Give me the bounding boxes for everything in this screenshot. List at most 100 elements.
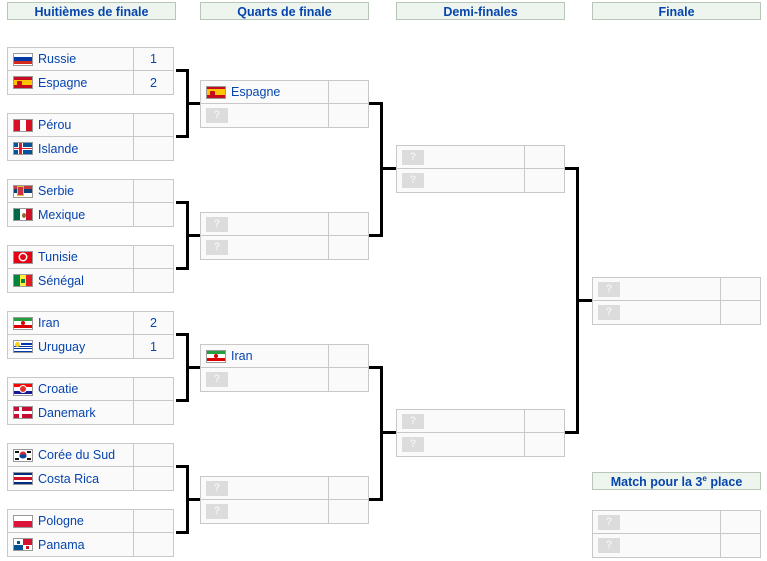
team-score: [524, 169, 564, 192]
team-cell: Espagne: [201, 81, 328, 103]
team-name[interactable]: Iran: [231, 349, 253, 363]
team-cell: ?: [593, 301, 720, 324]
team-score: [720, 511, 760, 533]
round-header-third-place: Match pour la 3e place: [592, 472, 761, 490]
match-team-row[interactable]: ?: [593, 534, 760, 557]
match-team-row[interactable]: ?: [397, 410, 564, 433]
team-name[interactable]: Espagne: [38, 75, 88, 90]
match-team-row[interactable]: ?: [397, 169, 564, 192]
team-cell: Sénégal: [8, 269, 133, 292]
flag-icon-sn: [13, 274, 33, 287]
connector-line: [186, 234, 200, 237]
match-team-row[interactable]: Costa Rica: [8, 467, 173, 490]
match-box[interactable]: ??: [396, 145, 565, 193]
team-score: [328, 368, 368, 391]
team-cell: ?: [397, 169, 524, 192]
match-team-row[interactable]: Tunisie: [8, 246, 173, 269]
flag-icon-mx: [13, 208, 33, 221]
match-team-row[interactable]: Serbie: [8, 180, 173, 203]
match-box[interactable]: Espagne?: [200, 80, 369, 128]
team-cell: Croatie: [8, 378, 133, 400]
team-name[interactable]: Serbie: [38, 184, 75, 198]
team-cell: Costa Rica: [8, 467, 133, 490]
team-name[interactable]: Sénégal: [38, 273, 84, 288]
match-team-row[interactable]: ?: [397, 433, 564, 456]
team-name[interactable]: Danemark: [38, 405, 96, 420]
team-score: [720, 301, 760, 324]
team-name[interactable]: Corée du Sud: [38, 448, 116, 462]
match-box[interactable]: ??: [396, 409, 565, 457]
match-team-row[interactable]: Danemark: [8, 401, 173, 424]
team-name[interactable]: Croatie: [38, 382, 79, 396]
team-score: [133, 203, 173, 226]
match-team-row[interactable]: ?: [201, 236, 368, 259]
team-score: [720, 278, 760, 300]
match-team-row[interactable]: ?: [201, 500, 368, 523]
team-name[interactable]: Pérou: [38, 118, 72, 132]
round-header-semi-finals: Demi-finales: [396, 2, 565, 20]
team-score: [524, 433, 564, 456]
team-name[interactable]: Iran: [38, 316, 60, 330]
team-name[interactable]: Islande: [38, 141, 79, 156]
unknown-team-placeholder: ?: [206, 216, 228, 232]
connector-line: [186, 102, 200, 105]
match-box[interactable]: ??: [592, 510, 761, 558]
round-header-round-of-16: Huitièmes de finale: [7, 2, 176, 20]
team-name[interactable]: Pologne: [38, 514, 84, 528]
match-team-row[interactable]: ?: [201, 477, 368, 500]
team-name[interactable]: Uruguay: [38, 339, 86, 354]
match-team-row[interactable]: Pologne: [8, 510, 173, 533]
match-box[interactable]: Iran?: [200, 344, 369, 392]
team-cell: Serbie: [8, 180, 133, 202]
match-team-row[interactable]: Sénégal: [8, 269, 173, 292]
match-box[interactable]: ??: [200, 476, 369, 524]
match-team-row[interactable]: ?: [593, 301, 760, 324]
match-box[interactable]: ??: [200, 212, 369, 260]
team-cell: Russie: [8, 48, 133, 70]
match-team-row[interactable]: ?: [397, 146, 564, 169]
team-cell: Danemark: [8, 401, 133, 424]
team-score: [328, 345, 368, 367]
team-cell: ?: [593, 278, 720, 300]
team-cell: ?: [397, 433, 524, 456]
team-name[interactable]: Costa Rica: [38, 471, 100, 486]
team-name[interactable]: Mexique: [38, 207, 86, 222]
match-team-row[interactable]: Corée du Sud: [8, 444, 173, 467]
match-box[interactable]: ??: [592, 277, 761, 325]
match-team-row[interactable]: ?: [593, 511, 760, 534]
team-cell: Iran: [8, 312, 133, 334]
match-team-row[interactable]: Iran: [201, 345, 368, 368]
team-name[interactable]: Espagne: [231, 85, 281, 99]
match-team-row[interactable]: Mexique: [8, 203, 173, 226]
match-team-row[interactable]: Islande: [8, 137, 173, 160]
team-name[interactable]: Tunisie: [38, 250, 78, 264]
match-team-row[interactable]: ?: [201, 368, 368, 391]
team-cell: ?: [201, 368, 328, 391]
match-team-row[interactable]: Espagne: [201, 81, 368, 104]
match-team-row[interactable]: Panama: [8, 533, 173, 556]
unknown-team-placeholder: ?: [206, 372, 228, 387]
match-team-row[interactable]: ?: [593, 278, 760, 301]
team-score: [133, 378, 173, 400]
team-cell: ?: [593, 534, 720, 557]
team-name[interactable]: Russie: [38, 52, 77, 66]
match-team-row[interactable]: Pérou: [8, 114, 173, 137]
match-team-row[interactable]: Croatie: [8, 378, 173, 401]
match-team-row[interactable]: ?: [201, 213, 368, 236]
match-team-row[interactable]: ?: [201, 104, 368, 127]
flag-icon-kr: [13, 448, 33, 462]
team-name[interactable]: Panama: [38, 537, 85, 552]
